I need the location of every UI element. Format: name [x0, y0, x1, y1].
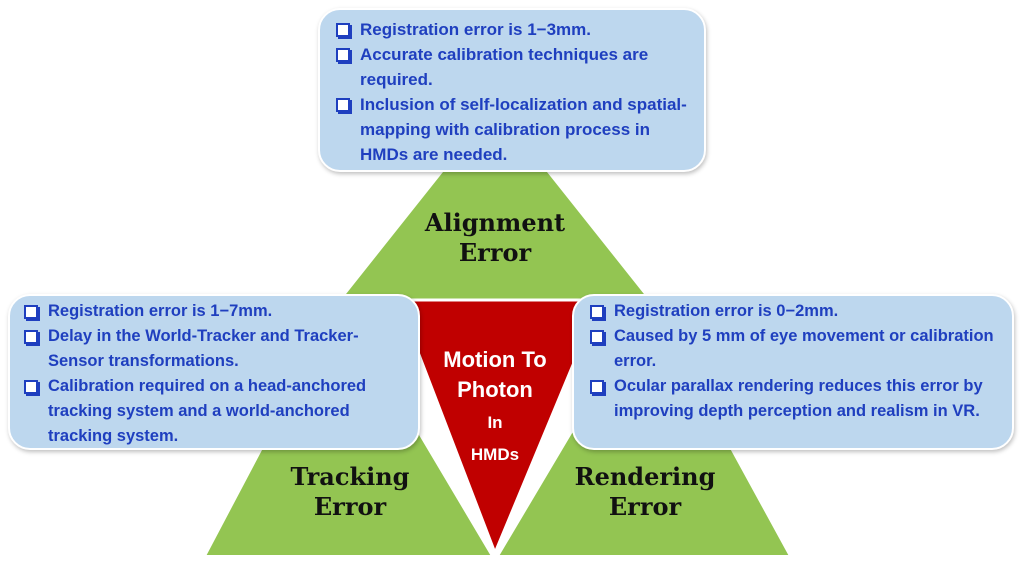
list-item: Inclusion of self-localization and spati…	[334, 92, 690, 167]
checkbox-bullet-icon	[24, 330, 38, 344]
checkbox-bullet-icon	[590, 380, 604, 394]
tracking-bullet-list: Registration error is 1−7mm. Delay in th…	[22, 299, 406, 449]
rendering-error-label: Rendering Error	[574, 462, 716, 521]
list-item: Registration error is 0−2mm.	[588, 299, 1000, 324]
center-title-line2: Photon	[457, 377, 533, 402]
rendering-info-box: Registration error is 0−2mm. Caused by 5…	[572, 294, 1014, 450]
rendering-bullet-list: Registration error is 0−2mm. Caused by 5…	[588, 299, 1000, 424]
checkbox-bullet-icon	[590, 330, 604, 344]
tracking-error-label: Tracking Error	[290, 462, 410, 521]
motion-to-photon-triangle	[395, 298, 603, 558]
tracking-info-box: Registration error is 1−7mm. Delay in th…	[8, 294, 420, 450]
list-item: Registration error is 1−3mm.	[334, 17, 690, 42]
checkbox-bullet-icon	[336, 48, 350, 62]
alignment-error-label: Alignment Error	[424, 208, 566, 267]
motion-to-photon-label: Motion To Photon In HMDs	[420, 345, 570, 467]
checkbox-bullet-icon	[336, 98, 350, 112]
list-item: Registration error is 1−7mm.	[22, 299, 406, 324]
checkbox-bullet-icon	[590, 305, 604, 319]
center-in: In	[487, 413, 503, 432]
checkbox-bullet-icon	[24, 305, 38, 319]
checkbox-bullet-icon	[24, 380, 38, 394]
list-item: Accurate calibration techniques are requ…	[334, 42, 690, 92]
alignment-bullet-list: Registration error is 1−3mm. Accurate ca…	[334, 17, 690, 167]
checkbox-bullet-icon	[336, 23, 350, 37]
list-item: Calibration required on a head-anchored …	[22, 374, 406, 449]
center-hmds: HMDs	[470, 445, 520, 464]
list-item: Caused by 5 mm of eye movement or calibr…	[588, 324, 1000, 374]
list-item: Ocular parallax rendering reduces this e…	[588, 374, 1000, 424]
list-item: Delay in the World-Tracker and Tracker-S…	[22, 324, 406, 374]
center-title-line1: Motion To	[443, 347, 547, 372]
alignment-info-box: Registration error is 1−3mm. Accurate ca…	[318, 8, 706, 172]
